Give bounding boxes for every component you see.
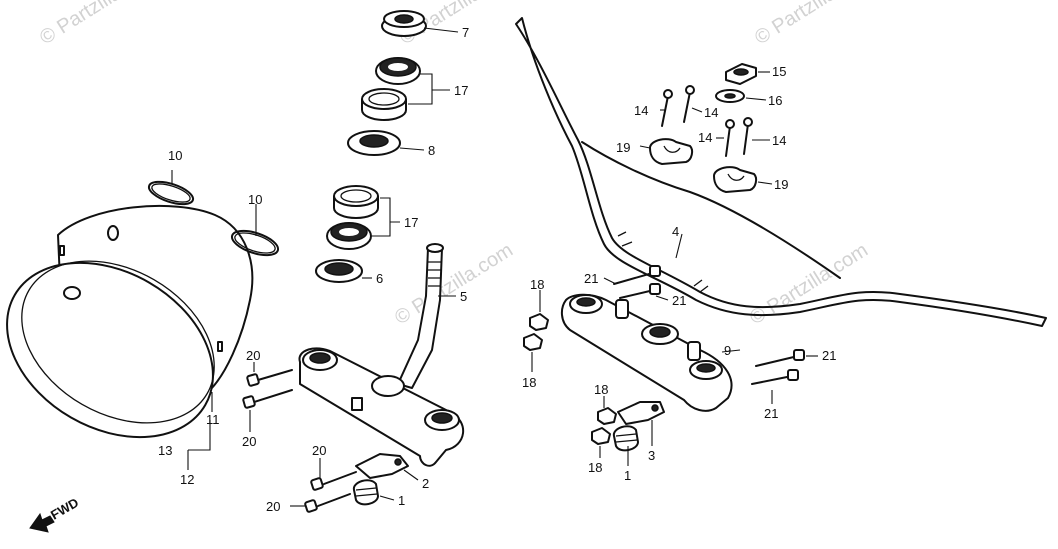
cable-guide-left [352, 453, 409, 506]
o-rings [147, 180, 280, 257]
o-ring-10 [147, 180, 195, 206]
leader-lines [171, 27, 818, 507]
callout-20: 20 [266, 499, 280, 514]
callout-19: 19 [774, 177, 788, 192]
headlight-lens [6, 261, 214, 439]
callout-1: 1 [624, 468, 631, 483]
callout-21: 21 [764, 406, 778, 421]
o-ring-10 [230, 229, 280, 257]
bolt-14 [661, 95, 669, 127]
callout-6: 6 [376, 271, 383, 286]
callout-5: 5 [460, 289, 467, 304]
callout-7: 7 [462, 25, 469, 40]
case-hole [107, 225, 119, 241]
cable-guide-2 [355, 453, 409, 479]
callout-10: 10 [168, 148, 182, 163]
handlebar-holder-hardware [649, 63, 758, 193]
callout-14: 14 [634, 103, 648, 118]
handlebar-4 [515, 17, 1047, 327]
callout-14: 14 [772, 133, 786, 148]
fwd-label: FWD [48, 495, 81, 523]
callout-21: 21 [822, 348, 836, 363]
steering-stack [315, 10, 427, 283]
callout-14: 14 [698, 130, 712, 145]
callout-21: 21 [584, 271, 598, 286]
case-slot [59, 245, 65, 256]
callout-18: 18 [530, 277, 544, 292]
headlight-rim [21, 260, 215, 424]
callout-20: 20 [242, 434, 256, 449]
callout-9: 9 [724, 343, 731, 358]
bolts-21 [613, 265, 805, 385]
nuts-18 [523, 313, 617, 445]
callout-1: 1 [398, 493, 405, 508]
cable-guide-right [612, 401, 665, 452]
bolt-14 [683, 91, 691, 123]
watermark: © Partzilla.com [36, 0, 162, 49]
bolt-20 [253, 389, 293, 403]
callout-8: 8 [428, 143, 435, 158]
upper-triple-clamp-9 [560, 293, 733, 412]
callout-4: 4 [672, 224, 679, 239]
bolt-21 [755, 355, 799, 367]
callout-20: 20 [312, 443, 326, 458]
bolts-20 [242, 369, 357, 513]
callout-17: 17 [404, 215, 418, 230]
bolt-21 [619, 289, 655, 299]
callout-14: 14 [704, 105, 718, 120]
bolt-14 [725, 125, 731, 157]
callout-2: 2 [422, 476, 429, 491]
callout-10: 10 [248, 192, 262, 207]
fwd-arrow-icon [29, 512, 55, 533]
handlebar-outline [515, 17, 1047, 327]
callouts: 7 17 8 10 10 17 6 5 20 20 11 13 12 20 2 … [158, 25, 836, 514]
case-slot [217, 341, 223, 352]
stem-shaft-5 [397, 247, 443, 389]
bolt-21 [751, 375, 793, 385]
nut-18 [597, 407, 617, 425]
nut-18 [523, 333, 543, 351]
grommet-1 [352, 479, 379, 506]
bolt-14 [743, 123, 749, 155]
nut-18 [529, 313, 549, 331]
callout-3: 3 [648, 448, 655, 463]
callout-18: 18 [522, 375, 536, 390]
lens-hole [63, 286, 81, 300]
callout-19: 19 [616, 140, 630, 155]
callout-16: 16 [768, 93, 782, 108]
callout-11: 11 [206, 412, 220, 427]
bolt-20 [257, 369, 293, 381]
callout-15: 15 [772, 64, 786, 79]
forward-arrow: FWD [29, 495, 81, 533]
bolt-20 [323, 471, 357, 485]
lower-triple-clamp [298, 347, 465, 467]
callout-17: 17 [454, 83, 468, 98]
headlight-assembly [6, 204, 254, 439]
callout-12: 12 [180, 472, 194, 487]
callout-18: 18 [594, 382, 608, 397]
steering-stem [298, 243, 465, 467]
grommet-1 [612, 425, 639, 452]
bolt-20 [317, 493, 351, 507]
nut-18 [591, 427, 611, 445]
watermark: © Partzilla.com [391, 239, 517, 329]
callout-13: 13 [158, 443, 172, 458]
watermark: © Partzilla.com [751, 0, 877, 49]
callout-18: 18 [588, 460, 602, 475]
callout-21: 21 [672, 293, 686, 308]
callout-20: 20 [246, 348, 260, 363]
